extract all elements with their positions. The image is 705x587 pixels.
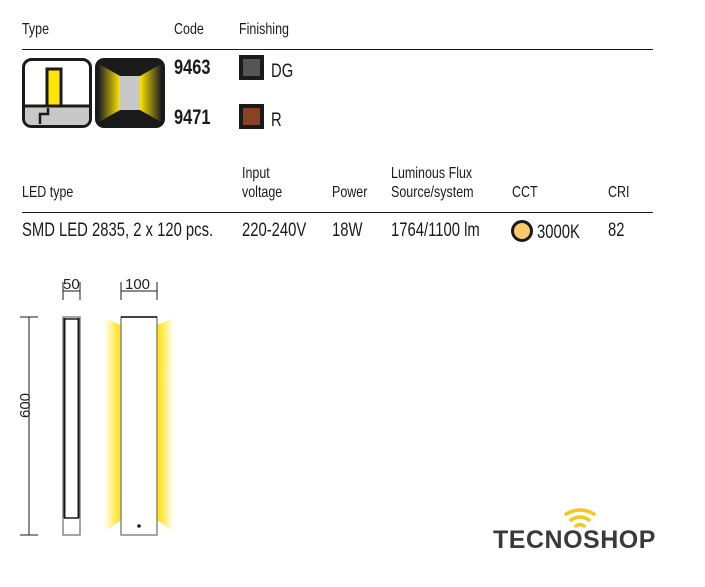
finish-swatch-r <box>239 104 264 129</box>
power-value: 18W <box>332 220 363 241</box>
header-divider <box>22 49 653 50</box>
cri-value: 82 <box>608 220 625 241</box>
wifi-signal-icon <box>564 508 596 528</box>
input-voltage-value: 220-240V <box>242 220 307 241</box>
cri-header: CRI <box>608 184 630 201</box>
variant-code: 9463 <box>174 56 211 79</box>
flux-header-1: Luminous Flux <box>391 165 473 182</box>
code-header: Code <box>174 21 204 38</box>
finish-label: DG <box>271 61 294 82</box>
finish-swatch-dg <box>239 55 264 80</box>
flux-value: 1764/1100 lm <box>391 220 480 241</box>
variant-code: 9471 <box>174 106 211 129</box>
type-header: Type <box>22 21 50 38</box>
led-type-value: SMD LED 2835, 2 x 120 pcs. <box>22 220 214 241</box>
dimension-drawing <box>18 270 188 550</box>
tecnoshop-logo: TECNOSHOP <box>493 507 673 557</box>
brand-name-post: SHOP <box>583 526 656 554</box>
cct-header: CCT <box>512 184 538 201</box>
led-type-header: LED type <box>22 184 74 201</box>
depth-dimension: 50 <box>63 276 80 293</box>
power-header: Power <box>332 184 368 201</box>
brand-name-o: O <box>563 526 584 554</box>
height-dimension: 600 <box>17 392 34 418</box>
brand-name-pre: TECN <box>493 526 564 554</box>
cct-value: 3000K <box>537 222 580 243</box>
flux-header-2: Source/system <box>391 184 474 201</box>
brand-name: TECNOSHOP <box>493 526 656 555</box>
width-dimension: 100 <box>125 276 151 293</box>
cct-color-dot-icon <box>511 220 533 242</box>
up-down-light-icon <box>95 58 165 128</box>
wall-mount-icon <box>22 58 92 128</box>
specs-divider <box>22 212 653 213</box>
finish-label: R <box>271 110 282 131</box>
finishing-header: Finishing <box>239 21 289 38</box>
input-voltage-header-1: Input <box>242 165 270 182</box>
input-voltage-header-2: voltage <box>242 184 283 201</box>
